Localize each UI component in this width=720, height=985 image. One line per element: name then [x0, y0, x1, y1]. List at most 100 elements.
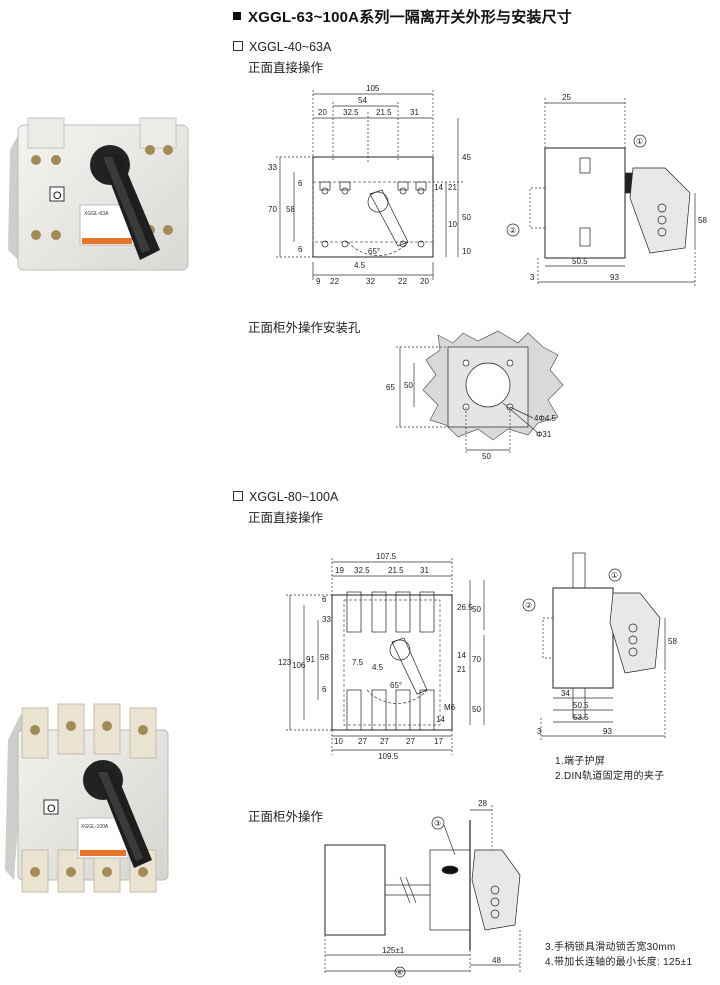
svg-text:20: 20	[420, 277, 429, 286]
svg-text:54: 54	[358, 96, 367, 105]
svg-text:106: 106	[292, 661, 306, 670]
svg-text:9: 9	[316, 277, 321, 286]
svg-text:53.5: 53.5	[573, 713, 589, 722]
svg-text:58: 58	[320, 653, 329, 662]
svg-text:32.5: 32.5	[354, 566, 370, 575]
svg-text:27: 27	[406, 737, 415, 746]
svg-text:109.5: 109.5	[378, 752, 399, 761]
svg-text:①: ①	[611, 571, 618, 580]
svg-text:50: 50	[482, 452, 491, 461]
front-view-63a-drawing: 105 54 20 32.5 21.5 31 33 70 58 6 6 45 1…	[268, 84, 471, 286]
svg-text:14: 14	[434, 183, 443, 192]
svg-text:50: 50	[472, 705, 481, 714]
svg-text:50.5: 50.5	[572, 257, 588, 266]
svg-text:4Φ4.5: 4Φ4.5	[534, 414, 557, 423]
svg-text:10: 10	[448, 220, 457, 229]
section1-model: XGGL-40~63A	[233, 40, 331, 54]
svg-text:21.5: 21.5	[376, 108, 392, 117]
note-1: 1.端子护屏	[555, 756, 606, 767]
svg-text:14: 14	[457, 651, 466, 660]
svg-text:6: 6	[322, 595, 327, 604]
svg-text:4.5: 4.5	[372, 663, 384, 672]
svg-text:33: 33	[268, 163, 277, 172]
svg-text:M6: M6	[444, 703, 456, 712]
section1-mount-label: 正面柜外操作安装孔	[248, 321, 361, 335]
svg-text:6: 6	[298, 245, 303, 254]
svg-text:50: 50	[462, 213, 471, 222]
section2-model: XGGL-80~100A	[233, 490, 338, 504]
svg-text:O: O	[47, 803, 56, 815]
mount-hole-63a-drawing: 65 50 4Φ4.5 Φ31 50	[386, 330, 564, 461]
svg-text:93: 93	[603, 727, 612, 736]
svg-text:④: ④	[396, 968, 403, 977]
svg-text:32.5: 32.5	[343, 108, 359, 117]
section2-external-label: 正面柜外操作	[248, 810, 324, 824]
note-4: 4.带加长连轴的最小长度: 125±1	[545, 957, 693, 968]
svg-text:123: 123	[278, 658, 292, 667]
external-op-100a-drawing: 28 ③ 125±1 48 ④	[324, 799, 521, 978]
svg-text:33: 33	[322, 615, 331, 624]
svg-text:6: 6	[298, 179, 303, 188]
svg-text:50: 50	[404, 381, 413, 390]
svg-text:O: O	[53, 190, 62, 202]
svg-text:21: 21	[448, 183, 457, 192]
svg-text:XGGL-100A: XGGL-100A	[81, 824, 109, 830]
side-view-63a-drawing: 25 ① ② 58 50.5 3 93	[506, 93, 707, 286]
svg-text:31: 31	[410, 108, 419, 117]
section2-direct-label: 正面直接操作	[248, 511, 324, 525]
svg-text:31: 31	[420, 566, 429, 575]
svg-text:22: 22	[398, 277, 407, 286]
svg-text:58: 58	[698, 216, 707, 225]
svg-text:25: 25	[562, 93, 571, 102]
svg-text:3: 3	[530, 273, 535, 282]
svg-text:58: 58	[668, 637, 677, 646]
svg-text:45: 45	[462, 153, 471, 162]
svg-text:32: 32	[366, 277, 375, 286]
product-photo-63a: XGGL-63A O	[8, 117, 189, 271]
svg-text:21: 21	[457, 665, 466, 674]
svg-text:3: 3	[537, 727, 542, 736]
svg-text:50: 50	[472, 605, 481, 614]
svg-text:28: 28	[478, 799, 487, 808]
svg-text:10: 10	[334, 737, 343, 746]
svg-text:105: 105	[366, 84, 380, 93]
svg-text:107.5: 107.5	[376, 552, 397, 561]
svg-text:②: ②	[509, 226, 516, 235]
note-3: 3.手柄锁具滑动锁舌宽30mm	[545, 942, 676, 953]
svg-text:48: 48	[492, 956, 501, 965]
svg-text:②: ②	[525, 601, 532, 610]
svg-text:50.5: 50.5	[573, 701, 589, 710]
svg-text:21.5: 21.5	[388, 566, 404, 575]
svg-text:6: 6	[322, 685, 327, 694]
svg-text:93: 93	[610, 273, 619, 282]
svg-text:XGGL-63A: XGGL-63A	[84, 211, 109, 217]
svg-text:7.5: 7.5	[352, 658, 364, 667]
svg-text:65°: 65°	[390, 681, 402, 690]
svg-text:17: 17	[434, 737, 443, 746]
svg-text:58: 58	[286, 205, 295, 214]
side-view-100a-drawing: ① ② 58 34 50.5 53.5 3 93	[522, 552, 677, 740]
svg-text:26.5: 26.5	[457, 603, 473, 612]
svg-text:14: 14	[436, 715, 445, 724]
note-2: 2.DIN轨道固定用的夹子	[555, 771, 665, 782]
svg-text:65: 65	[386, 383, 395, 392]
section1-direct-label: 正面直接操作	[248, 61, 324, 75]
svg-text:27: 27	[358, 737, 367, 746]
svg-text:70: 70	[268, 205, 277, 214]
svg-text:65°: 65°	[368, 247, 380, 256]
svg-text:4.5: 4.5	[354, 261, 366, 270]
page-title: XGGL-63~100A系列一隔离开关外形与安装尺寸	[233, 6, 572, 27]
svg-text:22: 22	[330, 277, 339, 286]
product-photo-100a: XGGL-100A O	[5, 703, 169, 893]
svg-text:①: ①	[636, 137, 643, 146]
svg-text:125±1: 125±1	[382, 946, 405, 955]
svg-text:27: 27	[380, 737, 389, 746]
svg-text:③: ③	[434, 819, 441, 828]
svg-text:10: 10	[462, 247, 471, 256]
svg-text:20: 20	[318, 108, 327, 117]
front-view-100a-drawing: 107.5 19 32.5 21.5 31 33 6 26.5 50 123 1…	[278, 552, 485, 761]
svg-text:Φ31: Φ31	[536, 430, 552, 439]
svg-text:34: 34	[561, 689, 570, 698]
svg-text:91: 91	[306, 655, 315, 664]
svg-text:70: 70	[472, 655, 481, 664]
